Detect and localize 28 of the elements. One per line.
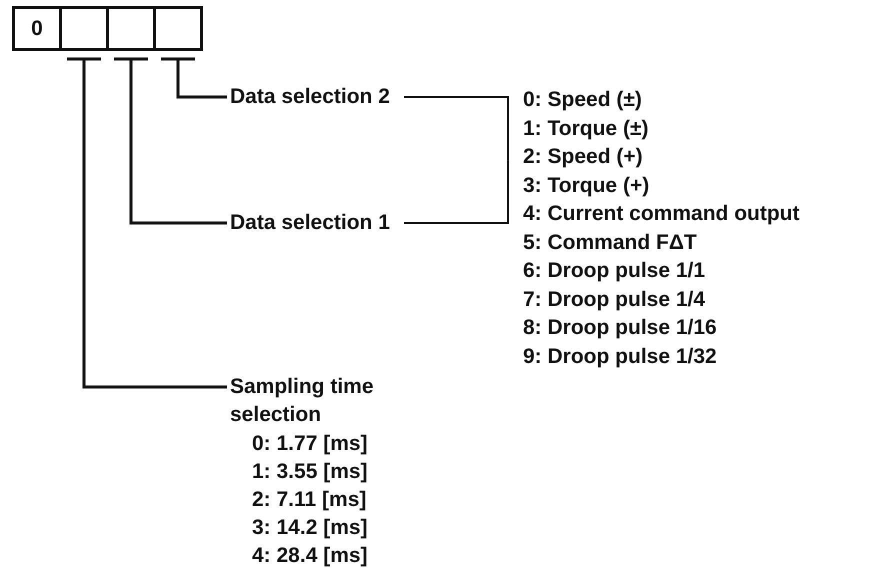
digit-cell [106, 6, 156, 51]
leader-line [160, 58, 228, 98]
leader-line [112, 58, 228, 224]
option-text: 0: Speed (±) [523, 87, 643, 113]
option-text: 2: Speed (+) [523, 144, 644, 170]
parameter-label: Data selection 1 [230, 210, 391, 236]
option-text: 7: Droop pulse 1/4 [523, 286, 706, 312]
option-text: 4: 28.4 [ms] [252, 543, 368, 569]
option-text: 1: Torque (±) [523, 116, 650, 142]
option-text: 9: Droop pulse 1/32 [523, 344, 718, 370]
parameter-label: Sampling time selection [230, 374, 375, 428]
option-text: 0: 1.77 [ms] [252, 431, 368, 457]
option-text: 6: Droop pulse 1/1 [523, 258, 706, 284]
option-text: 5: Command FΔT [523, 230, 698, 256]
option-text: 4: Current command output [523, 201, 800, 227]
parameter-label: Data selection 2 [230, 84, 391, 110]
option-text: 2: 7.11 [ms] [252, 487, 366, 513]
digit-cell [12, 6, 62, 51]
option-text: 8: Droop pulse 1/16 [523, 315, 718, 341]
option-text: 3: Torque (+) [523, 172, 650, 198]
option-text: 3: 14.2 [ms] [252, 515, 368, 541]
leader-line [66, 58, 228, 388]
digit-cell [153, 6, 203, 51]
digit: 0 [31, 16, 43, 40]
digit-cell [59, 6, 109, 51]
bracket-line [404, 96, 509, 161]
bracket-line [404, 160, 509, 224]
option-text: 1: 3.55 [ms] [252, 459, 368, 485]
